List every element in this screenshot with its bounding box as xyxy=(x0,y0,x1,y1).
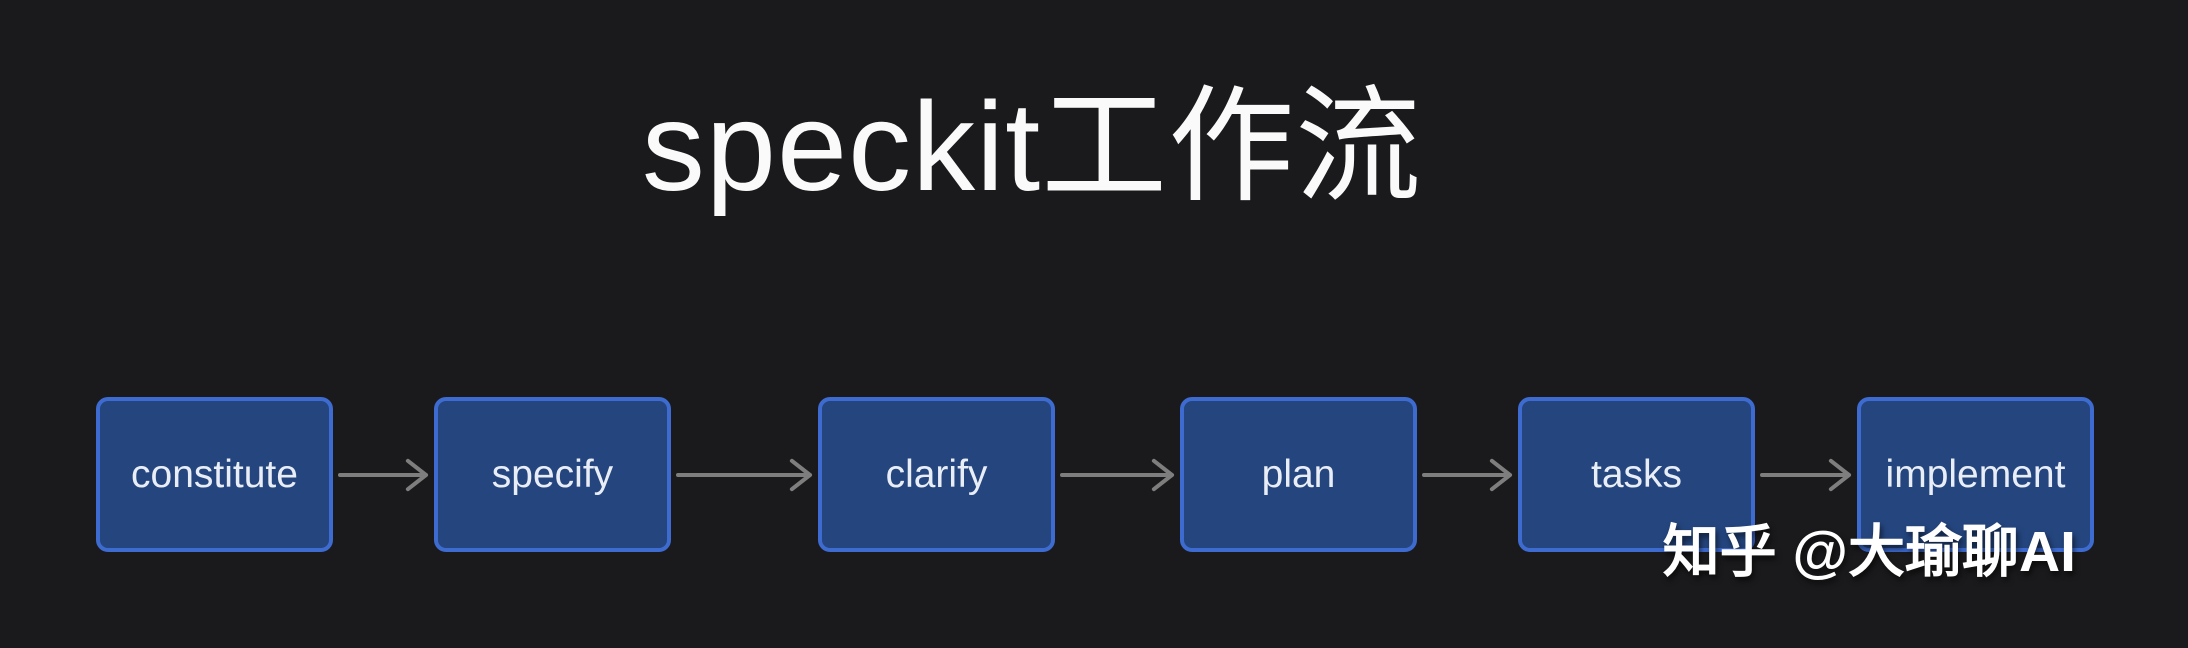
flow-step-label: implement xyxy=(1885,452,2066,496)
flow-step-label: clarify xyxy=(885,452,988,496)
flow-step-constitute: constitute xyxy=(96,397,333,552)
page-title: speckit工作流 xyxy=(641,76,1423,217)
title-container: speckit工作流 xyxy=(0,76,2064,217)
arrow-right-icon xyxy=(1422,473,1511,477)
flow-step-label: tasks xyxy=(1590,452,1683,496)
flow-step-implement: implement xyxy=(1857,397,2094,552)
arrow-right-icon xyxy=(338,473,427,477)
watermark: 知乎 @大瑜聊AI xyxy=(1662,520,2076,584)
arrow-right-icon xyxy=(1060,473,1173,477)
flow-step-specify: specify xyxy=(434,397,671,552)
flow-step-plan: plan xyxy=(1180,397,1417,552)
arrow-right-icon xyxy=(676,473,811,477)
flow-step-tasks: tasks xyxy=(1518,397,1755,552)
flow-step-label: constitute xyxy=(131,452,298,496)
arrow-right-icon xyxy=(1760,473,1850,477)
flow-step-clarify: clarify xyxy=(818,397,1055,552)
flow-step-label: plan xyxy=(1261,452,1336,496)
flow-step-label: specify xyxy=(491,452,614,496)
